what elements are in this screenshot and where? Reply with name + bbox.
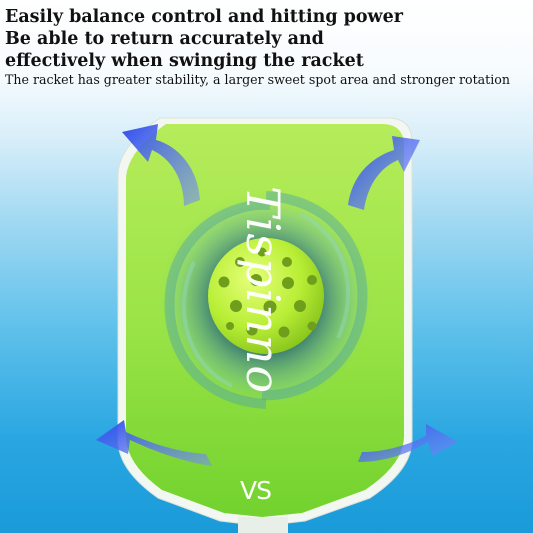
headline-line-1: Easily balance control and hitting power <box>5 7 403 27</box>
paddle-handle <box>238 517 288 533</box>
headline-line-2: Be able to return accurately and <box>5 29 324 49</box>
vs-logo: VS <box>240 476 272 505</box>
headline: Easily balance control and hitting power… <box>5 6 525 72</box>
arrow-up-right-icon <box>348 136 420 210</box>
paddle-brand-text: Tispinno <box>236 186 290 395</box>
arrow-down-left-icon <box>96 420 212 466</box>
pickleball <box>208 238 324 354</box>
subheadline: The racket has greater stability, a larg… <box>5 72 510 87</box>
arrow-down-right-icon <box>358 424 458 462</box>
headline-line-3: effectively when swinging the racket <box>5 51 364 71</box>
arrow-up-left-icon <box>122 124 200 206</box>
